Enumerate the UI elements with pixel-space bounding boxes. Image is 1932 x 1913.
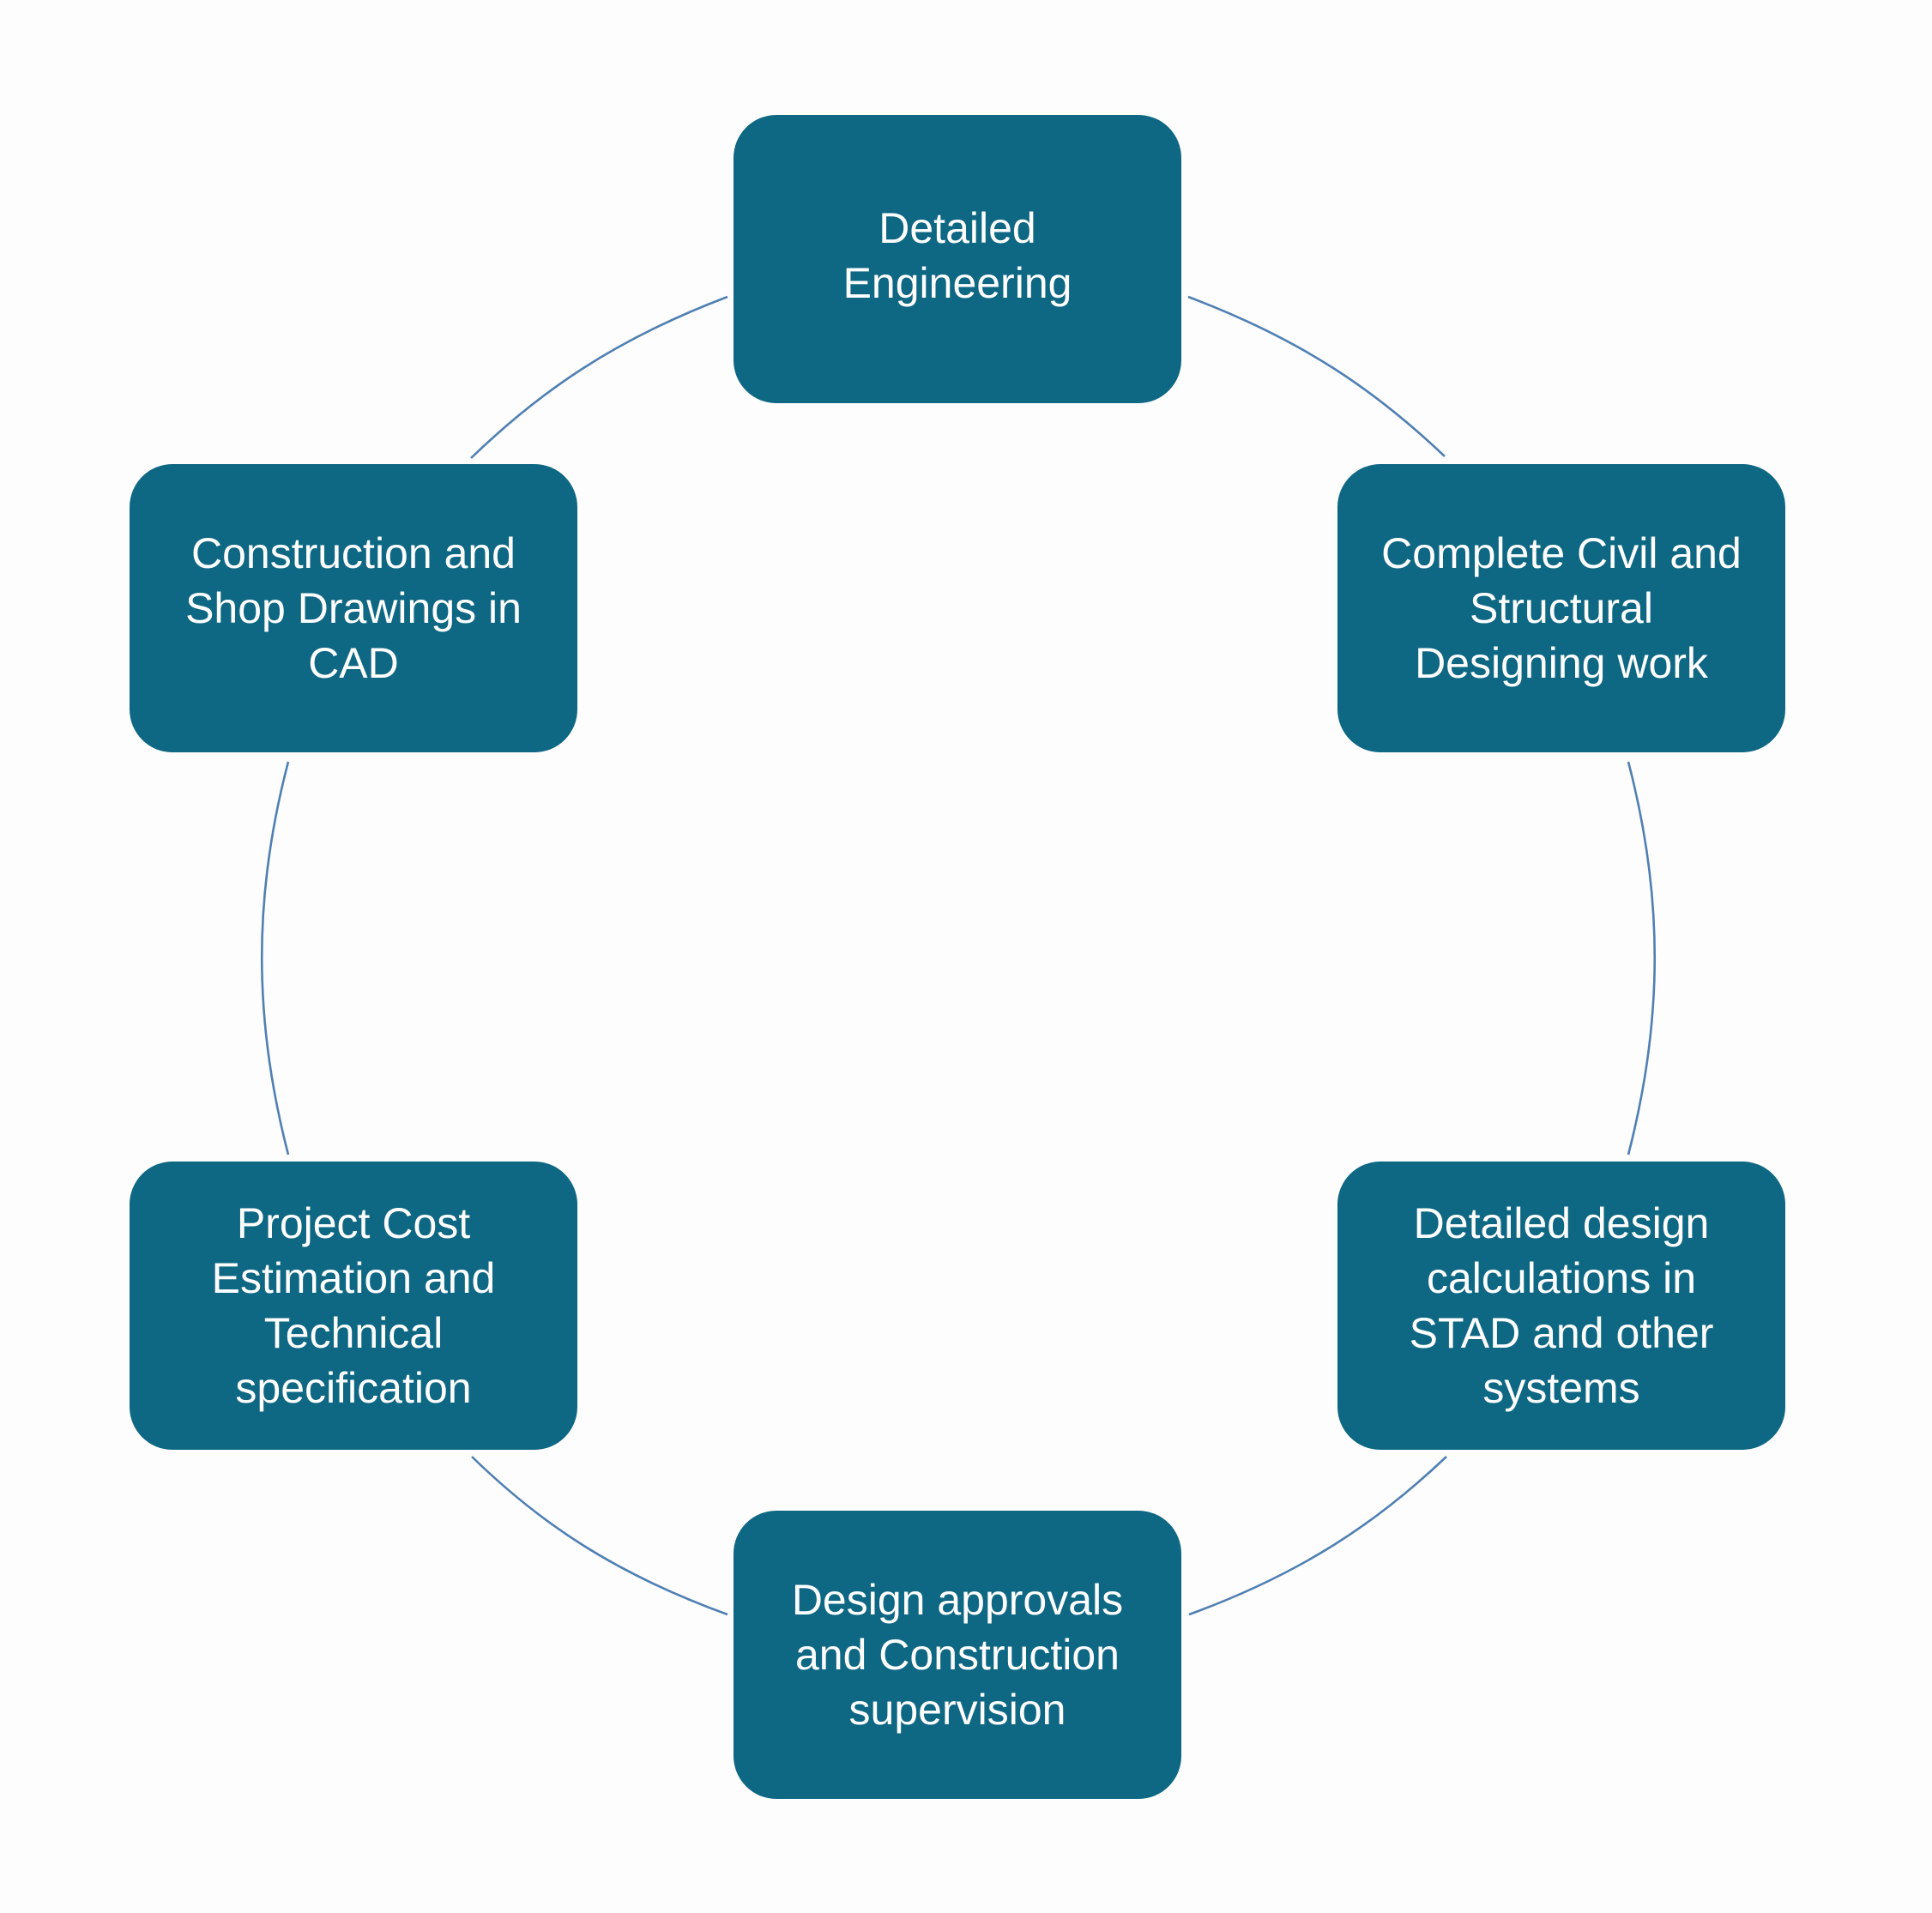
node-civil-structural-design: Complete Civil and Structural Designing … — [1337, 464, 1785, 752]
node-label-civil-structural-design: Complete Civil and Structural Designing … — [1381, 529, 1742, 687]
node-label-approvals-supervision: Design approvals and Construction superv… — [791, 1576, 1124, 1734]
node-label-cost-estimation: Project Cost Estimation and Technical sp… — [211, 1199, 496, 1412]
node-label-cad-drawings: Construction and Shop Drawings in CAD — [185, 529, 522, 687]
connector-2-to-3 — [1627, 761, 1657, 1156]
connector-3-to-4 — [1188, 1456, 1447, 1616]
node-label-detailed-engineering: Detailed Engineering — [842, 204, 1072, 307]
node-label-design-calculations: Detailed design calculations in STAD and… — [1409, 1199, 1714, 1412]
connector-6-to-1 — [470, 295, 728, 459]
connector-1-to-2 — [1187, 295, 1446, 457]
node-detailed-engineering: Detailed Engineering — [734, 115, 1181, 403]
node-approvals-supervision: Design approvals and Construction superv… — [734, 1511, 1181, 1799]
connector-4-to-5 — [471, 1456, 728, 1616]
connector-5-to-6 — [260, 761, 290, 1156]
node-cad-drawings: Construction and Shop Drawings in CAD — [130, 464, 577, 752]
node-design-calculations: Detailed design calculations in STAD and… — [1337, 1162, 1785, 1450]
node-cost-estimation: Project Cost Estimation and Technical sp… — [130, 1162, 577, 1450]
